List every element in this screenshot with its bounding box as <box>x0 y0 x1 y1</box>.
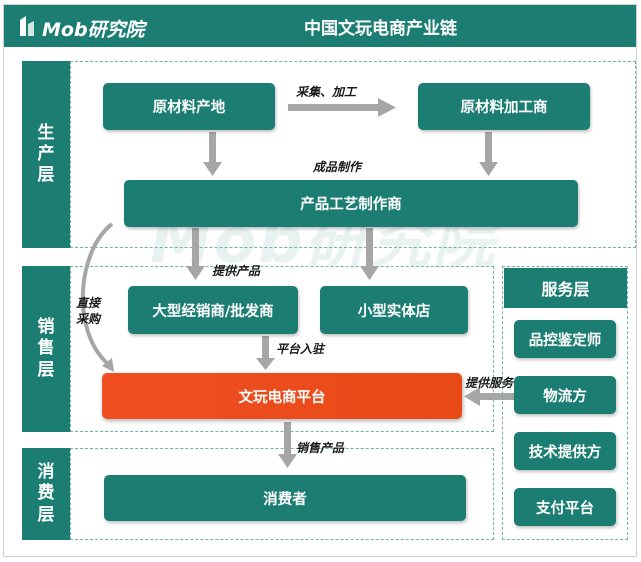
service-item-tech-provider: 技术提供方 <box>514 432 616 470</box>
header-bar: Mob研究院 中国文玩电商产业链 <box>4 5 636 47</box>
node-raw-material-origin: 原材料产地 <box>103 83 275 130</box>
service-item-payment-platform: 支付平台 <box>514 488 616 526</box>
node-consumer: 消费者 <box>104 475 466 521</box>
layer-label-sales: 销售层 <box>22 266 70 432</box>
service-item-quality-appraiser: 品控鉴定师 <box>514 320 616 358</box>
sales-region <box>70 266 494 432</box>
label-sell-products: 销售产品 <box>296 441 345 455</box>
consumption-region <box>70 448 494 540</box>
diagram-frame <box>3 4 637 557</box>
label-provide-products: 提供产品 <box>212 264 261 278</box>
node-craft-maker: 产品工艺制作商 <box>124 180 578 227</box>
label-platform-entry: 平台入驻 <box>276 342 325 356</box>
logo: Mob研究院 <box>18 13 148 41</box>
label-provide-services: 提供服务 <box>465 376 514 390</box>
diagram-title: 中国文玩电商产业链 <box>304 19 457 39</box>
service-layer-title: 服务层 <box>504 268 627 308</box>
layer-label-consumption: 消费层 <box>22 448 70 540</box>
logo-text: Mob研究院 <box>42 19 145 41</box>
node-ecommerce-platform: 文玩电商平台 <box>102 373 462 419</box>
service-item-logistics: 物流方 <box>514 376 616 414</box>
logo-icon <box>20 16 34 36</box>
label-direct-purchase: 直接 采购 <box>76 296 101 326</box>
layer-label-production: 生产层 <box>22 61 70 248</box>
label-collect-process: 采集、加工 <box>296 85 357 99</box>
service-layer-region <box>502 266 628 540</box>
node-wholesaler: 大型经销商/批发商 <box>128 286 298 334</box>
node-small-store: 小型实体店 <box>320 286 468 334</box>
production-region <box>70 61 636 248</box>
label-finished-goods: 成品制作 <box>313 160 362 174</box>
node-raw-material-processor: 原材料加工商 <box>418 83 590 130</box>
